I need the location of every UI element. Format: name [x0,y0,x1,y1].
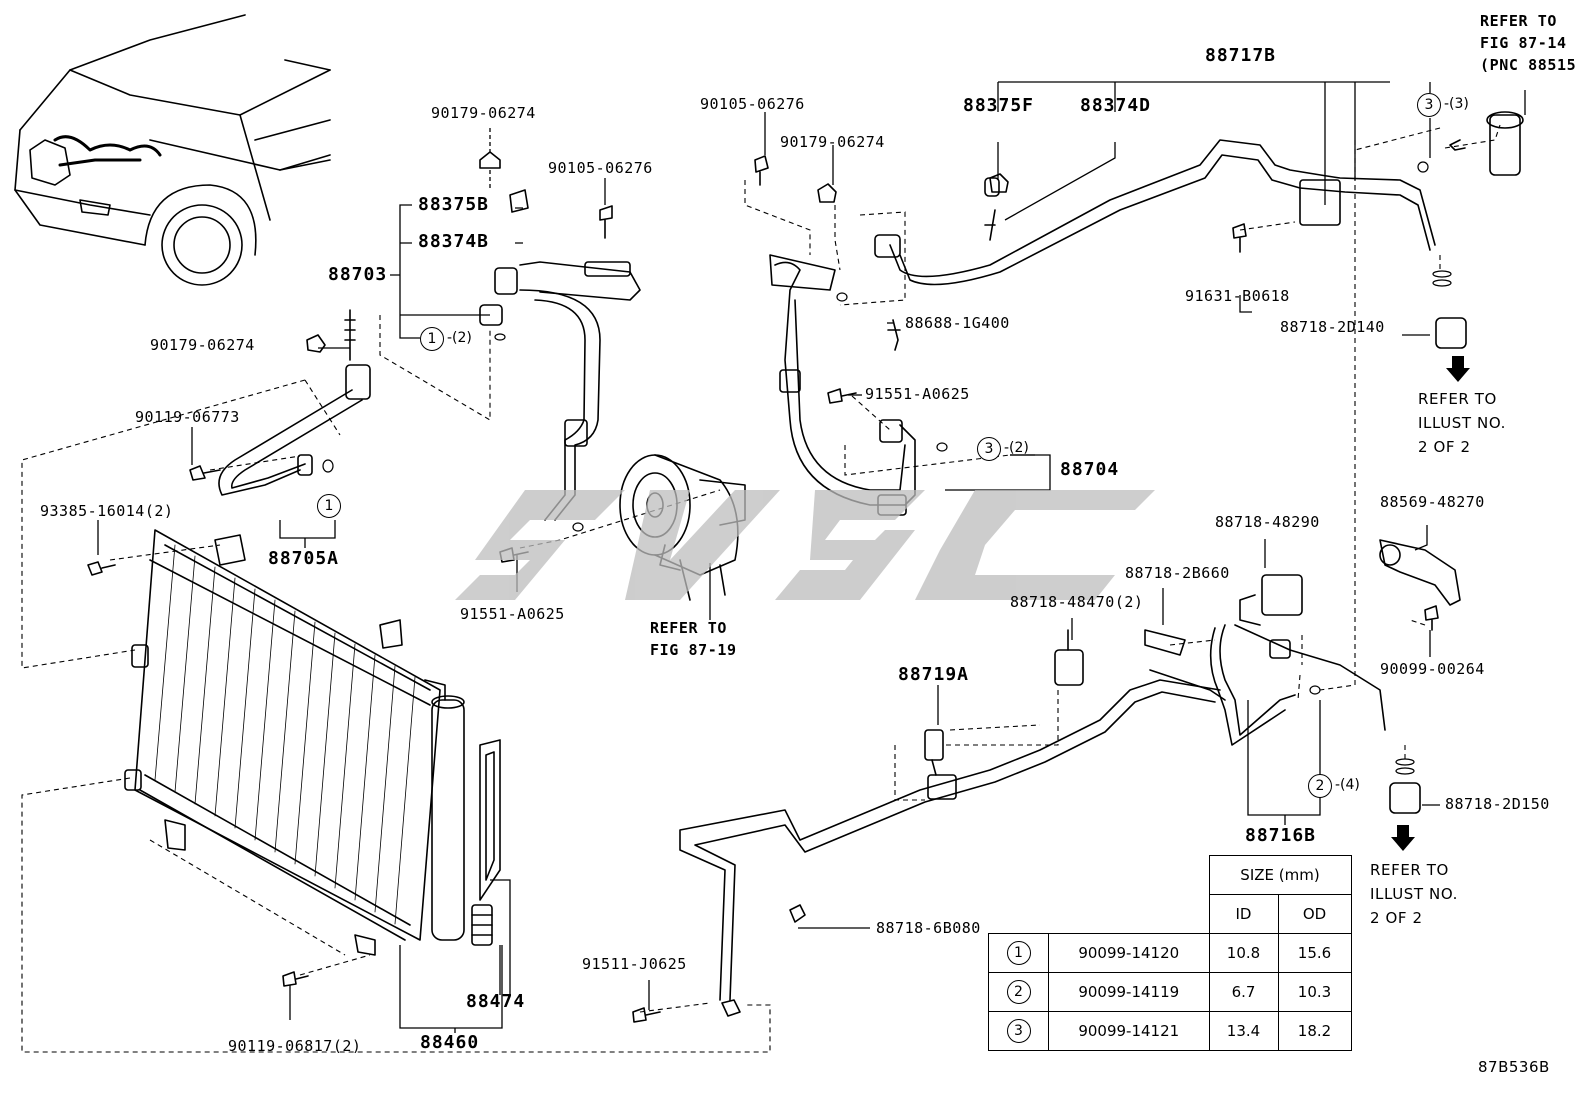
label-88704[interactable]: 88704 [1060,459,1120,480]
refer-fig-87-19-note[interactable]: REFER TO FIG 87-19 [650,617,737,661]
label-88719A[interactable]: 88719A [898,664,970,685]
label-88460[interactable]: 88460 [420,1032,480,1053]
oring-size-table: SIZE (mm) ID OD 1 90099-14120 10.8 15.6 … [988,855,1352,1051]
label-90119-06773[interactable]: 90119-06773 [135,408,240,426]
oring-callout-2[interactable]: 2 [1308,774,1332,798]
refer-illust-note-a[interactable]: REFER TO ILLUST NO. 2 OF 2 [1418,387,1506,459]
label-88718-2D150[interactable]: 88718-2D150 [1445,795,1550,813]
label-90179-06274-c[interactable]: 90179-06274 [150,336,255,354]
table-subheader-row: ID OD [989,894,1352,934]
label-88717B[interactable]: 88717B [1205,45,1277,66]
oring-callout-1-qty: -(2) [447,330,472,346]
label-90179-06274-a[interactable]: 90179-06274 [431,104,536,122]
arrow-down-1 [1446,356,1470,382]
refer-fig-87-14-line-3: (PNC 88515 [1480,56,1577,74]
label-88718-48290[interactable]: 88718-48290 [1215,513,1320,531]
label-88718-2B660[interactable]: 88718-2B660 [1125,564,1230,582]
size-header: SIZE (mm) [1208,855,1352,895]
figure-code: 87B536B [1478,1058,1550,1076]
oring-callout-1-b[interactable]: 1 [317,494,341,518]
table-row[interactable]: 3 90099-14121 13.4 18.2 [988,1011,1352,1051]
label-88374D[interactable]: 88374D [1080,95,1152,116]
row-id: 10.8 [1208,933,1279,973]
arrow-down-2 [1391,825,1415,851]
label-88718-2D140[interactable]: 88718-2D140 [1280,318,1385,336]
oring-callout-3-b[interactable]: 3 [977,437,1001,461]
row-id: 13.4 [1208,1011,1279,1051]
label-88569-48270[interactable]: 88569-48270 [1380,493,1485,511]
oring-callout-3-b-qty: -(2) [1004,440,1029,456]
row-ref: 3 [1006,1019,1031,1043]
oring-callout-1[interactable]: 1 [420,327,444,351]
label-88718-48470[interactable]: 88718-48470(2) [1010,593,1144,611]
refer-fig-87-19-line-2: FIG 87-19 [650,641,737,659]
condenser-88460-drawing [124,529,441,956]
label-91551-A0625-b[interactable]: 91551-A0625 [865,385,970,403]
oring-callout-3[interactable]: 3 [1417,93,1441,117]
label-88703[interactable]: 88703 [328,264,388,285]
row-id: 6.7 [1208,972,1279,1012]
refer-illust-note-b[interactable]: REFER TO ILLUST NO. 2 OF 2 [1370,858,1458,930]
hose-88705A-drawing [218,309,371,496]
id-header: ID [1208,894,1279,934]
refer-illust-b-line-2: ILLUST NO. [1370,885,1459,903]
label-88375F[interactable]: 88375F [963,95,1035,116]
label-93385-16014[interactable]: 93385-16014(2) [40,502,174,520]
label-90119-06817[interactable]: 90119-06817(2) [228,1037,362,1055]
label-90099-00264[interactable]: 90099-00264 [1380,660,1485,678]
label-88474[interactable]: 88474 [466,991,526,1012]
refer-illust-a-line-1: REFER TO [1418,390,1497,408]
label-88705A[interactable]: 88705A [268,548,340,569]
od-header: OD [1277,894,1352,934]
refer-fig-87-14-line-2: FIG 87-14 [1480,34,1567,52]
oring-callout-3-qty: -(3) [1444,96,1469,112]
tube-88716B-drawing [1149,624,1386,746]
row-part-number: 90099-14121 [1048,1011,1210,1051]
hose-88703-drawing [479,261,641,521]
label-88716B[interactable]: 88716B [1245,825,1317,846]
label-90105-06276-a[interactable]: 90105-06276 [548,159,653,177]
refer-illust-b-line-1: REFER TO [1370,861,1449,879]
label-90179-06274-b[interactable]: 90179-06274 [780,133,885,151]
row-part-number: 90099-14119 [1048,972,1210,1012]
label-88718-6B080[interactable]: 88718-6B080 [876,919,981,937]
label-88374B[interactable]: 88374B [418,231,490,252]
table-row[interactable]: 1 90099-14120 10.8 15.6 [988,933,1352,973]
row-od: 15.6 [1277,933,1352,973]
row-od: 10.3 [1277,972,1352,1012]
table-row[interactable]: 2 90099-14119 6.7 10.3 [988,972,1352,1012]
tube-88717B-drawing [874,111,1524,286]
label-88688-1G400[interactable]: 88688-1G400 [905,314,1010,332]
label-88375B[interactable]: 88375B [418,194,490,215]
refer-illust-a-line-2: ILLUST NO. [1418,414,1507,432]
receiver-tank-drawing [424,679,501,946]
liquid-tube-drawing [679,679,1221,1001]
o-rings-drawing [322,161,1452,775]
label-91551-A0625-a[interactable]: 91551-A0625 [460,605,565,623]
row-part-number: 90099-14120 [1048,933,1210,973]
vehicle-illustration [14,14,331,286]
refer-fig-87-14-note[interactable]: REFER TO FIG 87-14 (PNC 88515 [1480,10,1576,76]
label-90105-06276-b[interactable]: 90105-06276 [700,95,805,113]
row-ref: 2 [1006,980,1031,1004]
watermark-logo [455,490,1155,600]
label-91511-J0625[interactable]: 91511-J0625 [582,955,687,973]
row-ref: 1 [1006,941,1031,965]
label-91631-B0618[interactable]: 91631-B0618 [1185,287,1290,305]
table-header-row: SIZE (mm) [989,855,1352,895]
oring-callout-2-qty: -(4) [1335,777,1360,793]
row-od: 18.2 [1277,1011,1352,1051]
refer-illust-b-line-3: 2 OF 2 [1370,909,1423,927]
refer-illust-a-line-3: 2 OF 2 [1418,438,1471,456]
refer-fig-87-14-line-1: REFER TO [1480,12,1558,30]
refer-fig-87-19-line-1: REFER TO [650,619,728,637]
